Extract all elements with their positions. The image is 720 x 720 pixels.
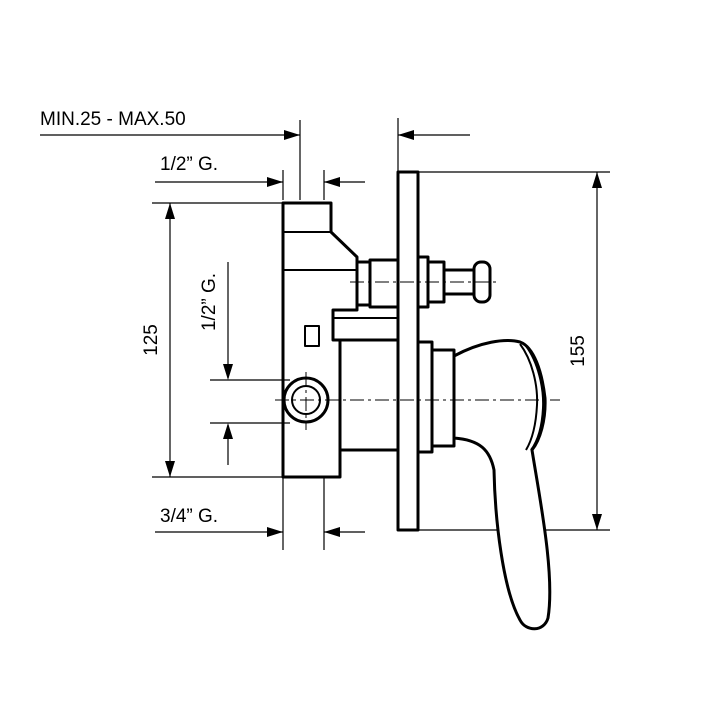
depth-arrow-left [284,130,300,140]
handle-base-ring [416,340,434,454]
inlet-top-arrow-left [267,177,283,187]
inlet-top-arrow-right [324,177,340,187]
valve-body-slot [304,325,320,347]
inlet-side-label: 1/2” G. [199,273,220,331]
outlet-bottom-label: 3/4” G. [160,506,218,527]
plate-height-arrow-top [592,172,602,188]
outlet-arrow-left [267,527,283,537]
valve-body [281,201,359,479]
cartridge-housing [338,338,400,452]
inlet-side-arrow-up [223,423,233,439]
depth-arrow-right [398,130,414,140]
height-body-label: 125 [141,324,162,356]
diverter-neck [355,260,372,307]
lever-handle-detail-1 [519,343,539,451]
lever-handle-detail-2 [525,345,545,451]
inlet-side-arrow-down [223,364,233,380]
plate-height-arrow-bottom [592,514,602,530]
height-arrow-bottom [165,461,175,477]
handle-hub [430,348,456,448]
depth-range-label: MIN.25 - MAX.50 [40,109,186,130]
height-arrow-top [165,203,175,219]
height-plate-label: 155 [568,335,589,367]
inlet-top-label: 1/2” G. [160,154,218,175]
lever-handle-detail-3 [529,349,546,411]
wall-plate [396,170,420,532]
diverter-button [472,260,492,304]
outlet-arrow-right [324,527,340,537]
cartridge-sleeve [332,317,399,341]
diverter-sleeve [368,258,402,309]
